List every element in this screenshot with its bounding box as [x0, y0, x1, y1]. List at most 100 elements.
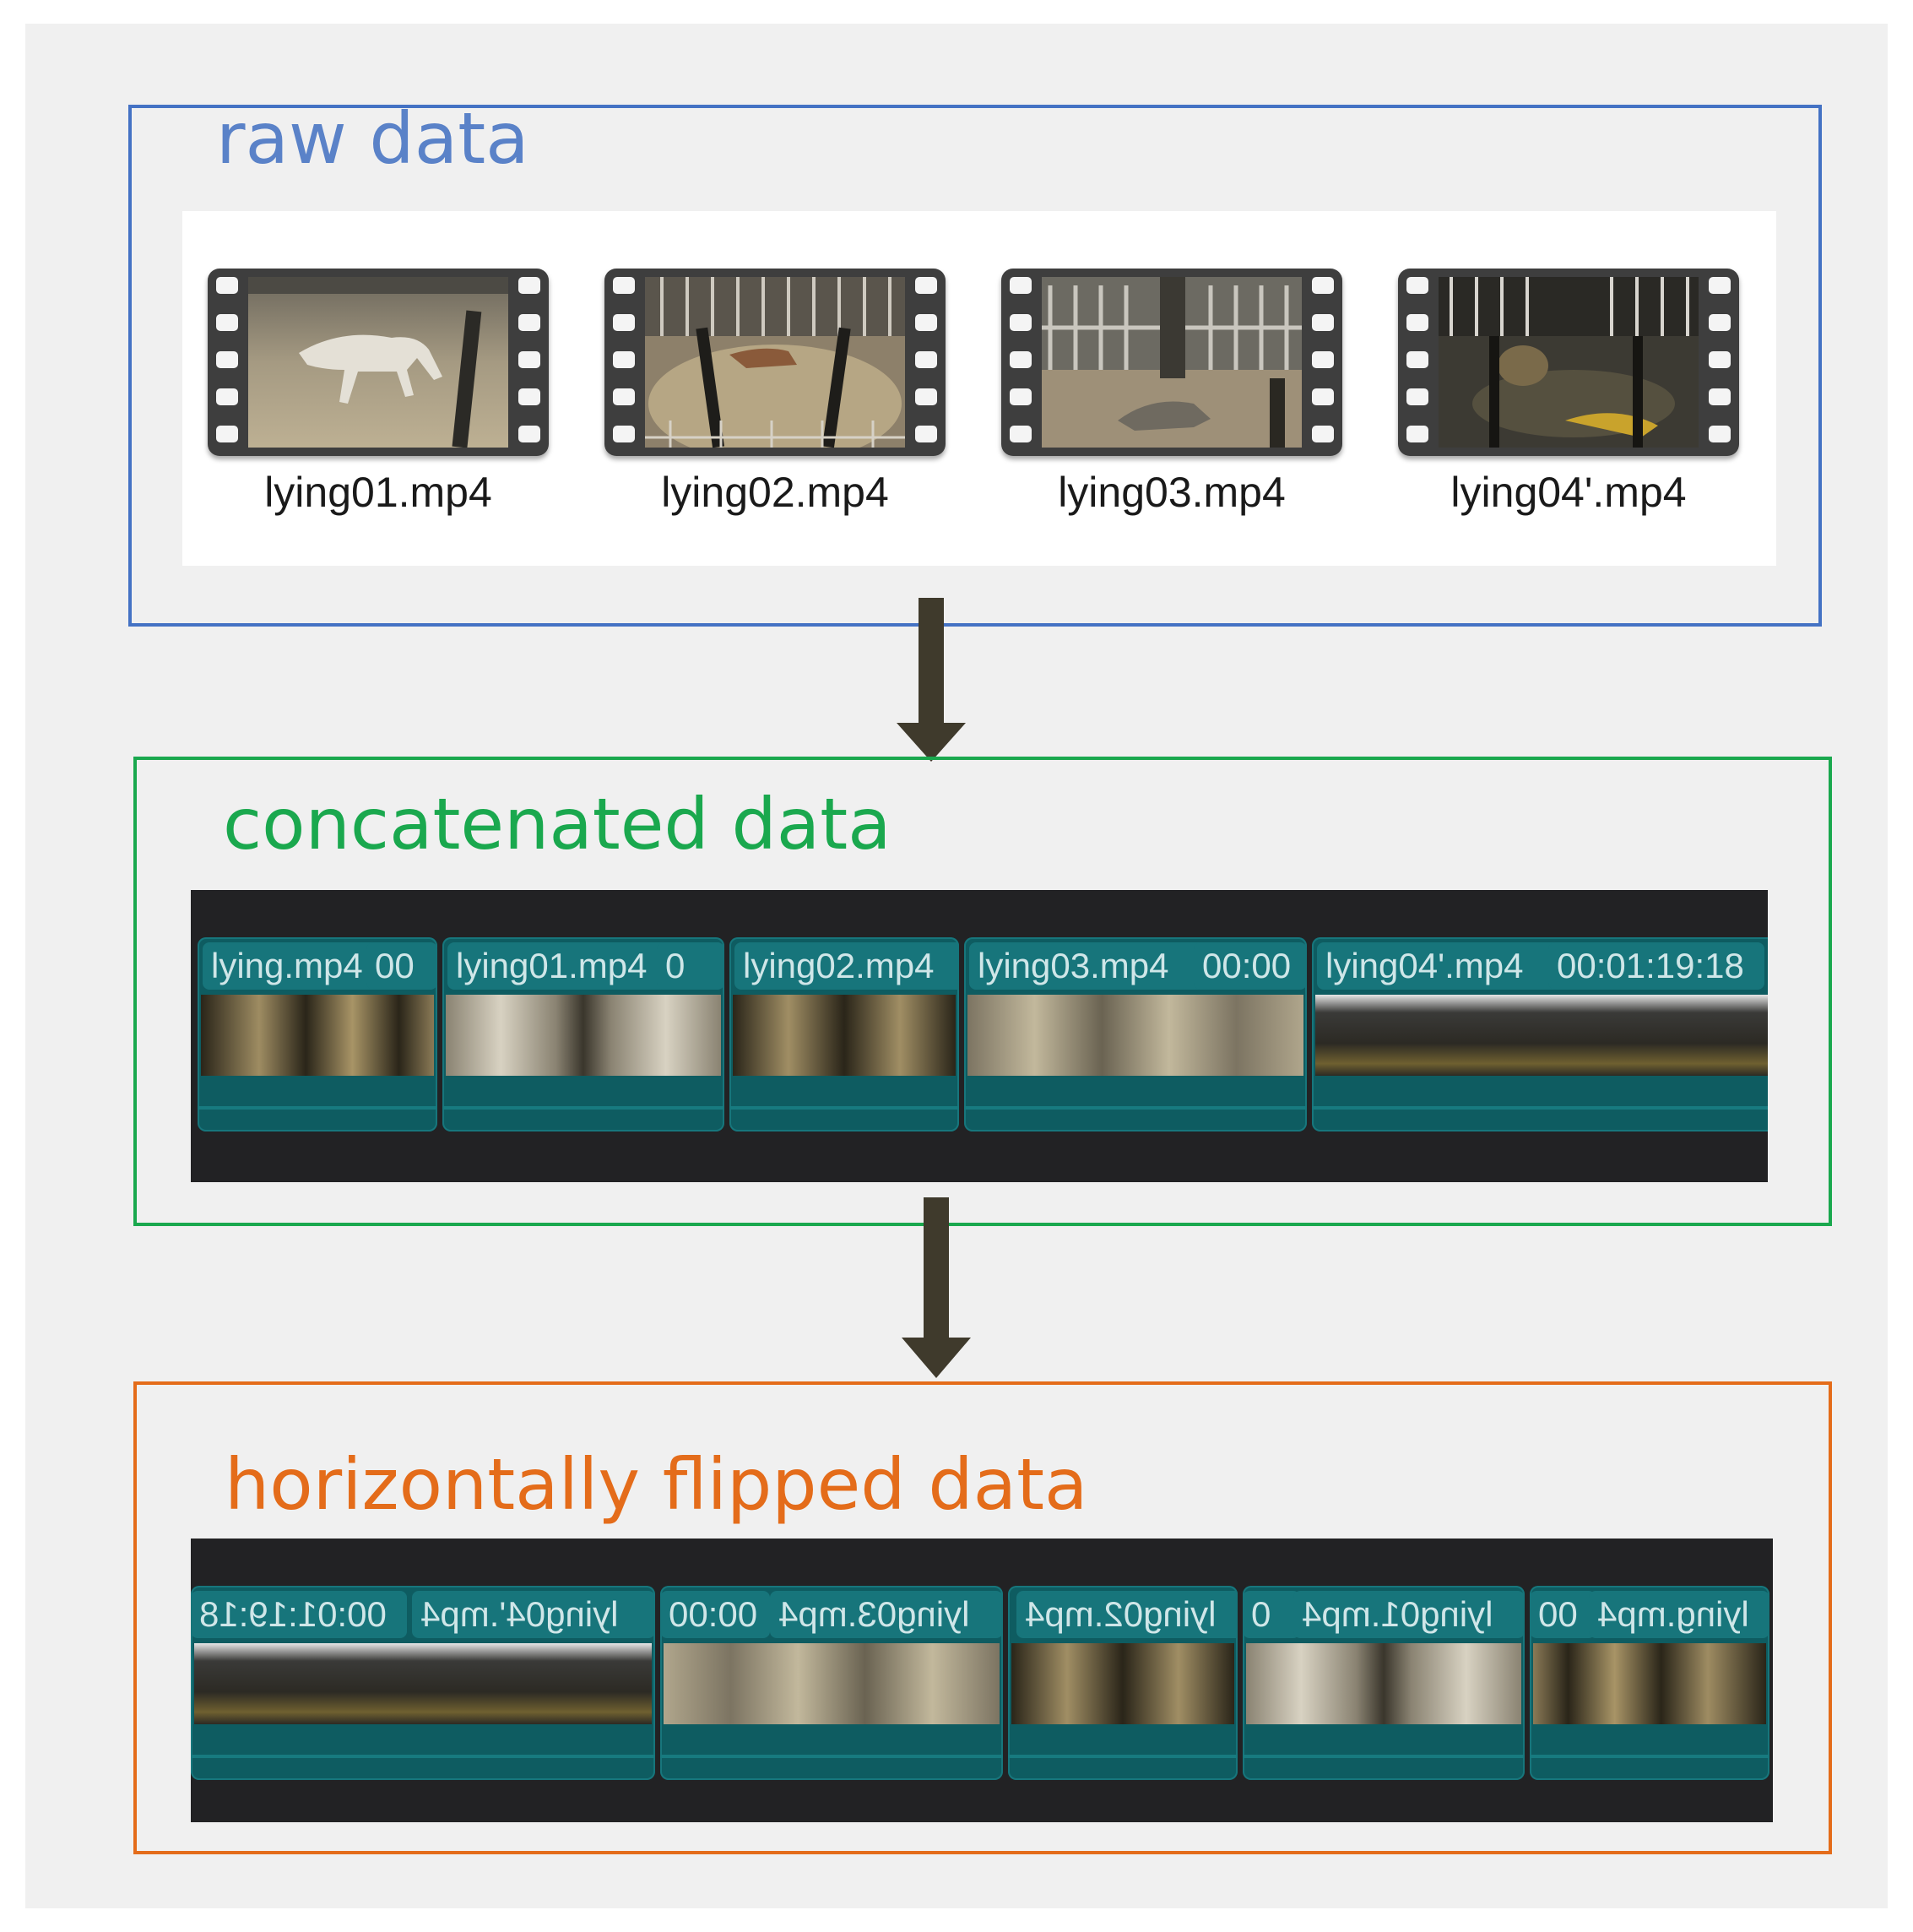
file-name-label: lying02.mp4	[661, 469, 889, 516]
down-arrow-icon	[902, 1197, 971, 1378]
clip-time-chip: 00:01:19:18	[1548, 942, 1764, 990]
flipped-data-section: horizontally flipped data 00:01:19:18 ly…	[133, 1381, 1832, 1854]
flipped-data-title: horizontally flipped data	[225, 1443, 1088, 1526]
clip-name-chip: lying02.mp4	[734, 942, 959, 990]
film-perforation	[216, 426, 238, 442]
film-perforation	[613, 426, 635, 442]
film-perforation	[1406, 351, 1428, 368]
clip-thumbnail	[446, 995, 721, 1076]
film-perforation	[518, 314, 540, 331]
film-perforation	[613, 351, 635, 368]
clip-name-chip: lying01.mp4	[1293, 1591, 1525, 1638]
clip-time-chip: 00	[366, 942, 437, 990]
concatenated-timeline: lying.mp4 00 lying01.mp4 0 lying02.mp4 l…	[191, 890, 1768, 1182]
film-perforation	[1406, 426, 1428, 442]
film-perforation	[613, 388, 635, 405]
clip-name-chip: lying.mp4	[203, 942, 380, 990]
file-name-label: lying03.mp4	[1058, 469, 1286, 516]
file-name-label: lying04'.mp4	[1450, 469, 1687, 516]
film-perforation	[613, 314, 635, 331]
clip-thumbnail	[201, 995, 434, 1076]
film-perforation	[915, 351, 937, 368]
clip-name-chip: lying.mp4	[1589, 1591, 1769, 1638]
video-file-item[interactable]: lying04'.mp4	[1398, 269, 1739, 522]
file-name-label: lying01.mp4	[264, 469, 492, 516]
film-perforation	[1709, 426, 1731, 442]
clip-time-chip: 00	[1530, 1591, 1596, 1638]
film-perforation	[1010, 426, 1032, 442]
film-strip-icon	[1001, 269, 1342, 456]
timeline-clip[interactable]: 0 lying01.mp4	[1243, 1586, 1525, 1780]
video-file-item[interactable]: lying01.mp4	[208, 269, 549, 522]
timeline-clip[interactable]: 00:01:19:18 lying04'.mp4	[191, 1586, 655, 1780]
clip-thumbnail	[1315, 995, 1768, 1076]
clip-time-chip: 00:00	[1194, 942, 1307, 990]
film-perforation	[1406, 277, 1428, 294]
clip-thumbnail	[967, 995, 1303, 1076]
film-perforation	[915, 314, 937, 331]
clip-thumbnail	[1533, 1643, 1766, 1724]
film-perforation	[518, 277, 540, 294]
timeline-clip[interactable]: lying02.mp4	[1008, 1586, 1238, 1780]
timeline-clip[interactable]: lying01.mp4 0	[442, 937, 724, 1132]
film-perforation	[518, 351, 540, 368]
clip-name-chip: lying03.mp4	[770, 1591, 1003, 1638]
video-file-item[interactable]: lying02.mp4	[604, 269, 946, 522]
film-perforation	[1709, 277, 1731, 294]
film-perforation	[1709, 388, 1731, 405]
film-strip-icon	[604, 269, 946, 456]
video-file-item[interactable]: lying03.mp4	[1001, 269, 1342, 522]
timeline-clip[interactable]: lying03.mp4 00:00	[964, 937, 1307, 1132]
clip-name-chip: lying02.mp4	[1016, 1591, 1238, 1638]
clip-thumbnail	[733, 995, 956, 1076]
clip-time-chip: 0	[1243, 1591, 1300, 1638]
timeline-clip[interactable]: lying02.mp4	[729, 937, 959, 1132]
film-perforation	[216, 277, 238, 294]
film-perforation	[915, 277, 937, 294]
clip-thumbnail	[664, 1643, 1000, 1724]
film-perforation	[1709, 314, 1731, 331]
film-perforation	[518, 426, 540, 442]
clip-name-chip: lying03.mp4	[969, 942, 1206, 990]
film-strip-icon	[208, 269, 549, 456]
flipped-timeline: 00:01:19:18 lying04'.mp4 00:00 lying03.m…	[191, 1539, 1773, 1822]
figure-canvas: raw data lying01.mp4	[25, 24, 1888, 1908]
film-perforation	[1312, 351, 1334, 368]
film-perforation	[1010, 351, 1032, 368]
video-thumbnail	[645, 277, 905, 448]
clip-time-chip: 00:01:19:18	[191, 1591, 407, 1638]
clip-name-chip: lying01.mp4	[447, 942, 670, 990]
film-perforation	[1312, 388, 1334, 405]
clip-name-chip: lying04'.mp4	[1317, 942, 1560, 990]
video-thumbnail	[1042, 277, 1302, 448]
clip-time-chip: 0	[657, 942, 724, 990]
concatenated-data-section: concatenated data lying.mp4 00 lying01.m…	[133, 757, 1832, 1226]
film-perforation	[216, 351, 238, 368]
clip-name-chip: lying04'.mp4	[412, 1591, 655, 1638]
raw-file-panel: lying01.mp4	[182, 211, 1776, 566]
timeline-clip[interactable]: 00 lying.mp4	[1530, 1586, 1769, 1780]
film-perforation	[216, 314, 238, 331]
video-thumbnail	[1439, 277, 1699, 448]
clip-thumbnail	[1011, 1643, 1234, 1724]
film-perforation	[1709, 351, 1731, 368]
film-strip-icon	[1398, 269, 1739, 456]
raw-data-section: raw data lying01.mp4	[128, 97, 1822, 627]
film-perforation	[1010, 388, 1032, 405]
film-perforation	[1312, 277, 1334, 294]
video-thumbnail	[248, 277, 508, 448]
timeline-clip[interactable]: lying.mp4 00	[198, 937, 437, 1132]
film-perforation	[915, 388, 937, 405]
raw-data-title: raw data	[216, 97, 529, 180]
film-perforation	[1406, 314, 1428, 331]
timeline-clip[interactable]: lying04'.mp4 00:01:19:18	[1312, 937, 1768, 1132]
film-perforation	[1312, 314, 1334, 331]
timeline-clip[interactable]: 00:00 lying03.mp4	[660, 1586, 1003, 1780]
clip-time-chip: 00:00	[660, 1591, 770, 1638]
film-perforation	[1312, 426, 1334, 442]
clip-thumbnail	[1246, 1643, 1521, 1724]
film-perforation	[518, 388, 540, 405]
concatenated-data-title: concatenated data	[223, 783, 891, 866]
down-arrow-icon	[897, 598, 966, 762]
film-perforation	[216, 388, 238, 405]
